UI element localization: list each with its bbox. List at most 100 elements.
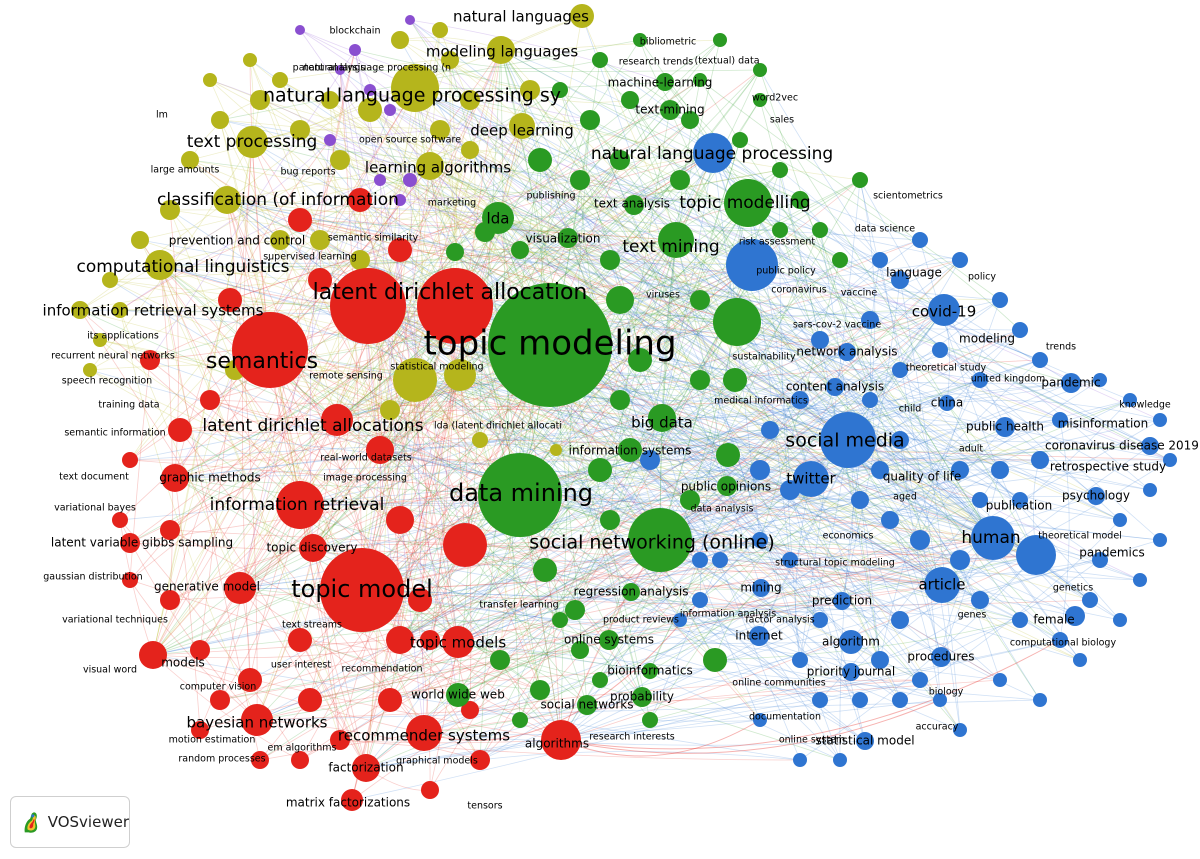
term-node-red[interactable] <box>210 690 230 710</box>
term-node-yellow[interactable] <box>211 111 229 129</box>
term-label[interactable]: transfer learning <box>479 600 558 611</box>
term-label[interactable]: recommender systems <box>338 727 510 745</box>
term-node-blue[interactable] <box>951 461 969 479</box>
term-node-blue[interactable] <box>872 252 888 268</box>
term-label[interactable]: viruses <box>646 290 680 301</box>
term-label[interactable]: modeling <box>959 332 1015 346</box>
term-node-red[interactable] <box>386 626 414 654</box>
term-label[interactable]: patent analysis <box>293 63 366 74</box>
term-node-green[interactable] <box>628 348 652 372</box>
term-label[interactable]: bibliometric <box>640 37 696 48</box>
term-node-red[interactable] <box>122 452 138 468</box>
term-label[interactable]: semantic information <box>64 428 165 439</box>
term-node-blue[interactable] <box>1082 592 1098 608</box>
term-label[interactable]: regression analysis <box>574 585 689 599</box>
term-label[interactable]: genetics <box>1053 583 1093 594</box>
term-node-blue[interactable] <box>1012 322 1028 338</box>
term-node-yellow[interactable] <box>570 4 594 28</box>
term-label[interactable]: knowledge <box>1119 400 1171 411</box>
term-node-blue[interactable] <box>1061 373 1081 393</box>
term-label[interactable]: remote sensing <box>309 371 383 382</box>
term-node-yellow[interactable] <box>71 301 89 319</box>
term-node-yellow[interactable] <box>391 64 439 112</box>
term-label[interactable]: online systems <box>564 633 654 647</box>
term-node-blue[interactable] <box>812 612 828 628</box>
term-label[interactable]: algorithm <box>822 635 880 649</box>
term-node-blue[interactable] <box>932 342 948 358</box>
term-node-yellow[interactable] <box>131 231 149 249</box>
term-node-blue[interactable] <box>991 461 1009 479</box>
term-label[interactable]: random processes <box>178 754 265 765</box>
term-node-blue[interactable] <box>1092 552 1108 568</box>
term-label[interactable]: prediction <box>812 594 872 608</box>
term-node-yellow[interactable] <box>509 113 535 139</box>
term-label[interactable]: publication <box>986 499 1052 513</box>
term-label[interactable]: pandemic <box>1041 376 1100 390</box>
term-label[interactable]: marketing <box>428 198 476 209</box>
term-label[interactable]: information systems <box>569 444 692 458</box>
term-node-blue[interactable] <box>971 591 989 609</box>
term-label[interactable]: (textual) data <box>694 56 759 67</box>
term-label[interactable]: text mining <box>622 237 719 257</box>
term-node-yellow[interactable] <box>461 141 479 159</box>
term-label[interactable]: graphic methods <box>159 471 260 485</box>
term-label[interactable]: online communities <box>732 678 825 689</box>
term-node-blue[interactable] <box>1143 483 1157 497</box>
term-node-blue[interactable] <box>972 492 988 508</box>
term-node-yellow[interactable] <box>112 302 128 318</box>
term-node-blue[interactable] <box>995 417 1015 437</box>
term-label[interactable]: information retrieval <box>210 495 385 515</box>
term-node-blue[interactable] <box>851 491 869 509</box>
term-label[interactable]: its applications <box>87 331 159 342</box>
term-node-red[interactable] <box>200 390 220 410</box>
term-node-blue[interactable] <box>838 343 856 361</box>
term-label[interactable]: natural language processing sy <box>263 85 561 107</box>
term-node-blue[interactable] <box>950 550 970 570</box>
term-node-blue[interactable] <box>749 626 769 646</box>
term-label[interactable]: social networking (online) <box>529 532 775 554</box>
term-node-green[interactable] <box>723 368 747 392</box>
term-node-blue[interactable] <box>1031 451 1049 469</box>
term-node-green[interactable] <box>642 663 658 679</box>
term-label[interactable]: priority journal <box>807 665 895 679</box>
term-node-blue[interactable] <box>752 532 768 548</box>
term-node-blue[interactable] <box>892 362 908 378</box>
term-node-green[interactable] <box>658 222 694 258</box>
term-label[interactable]: aged <box>893 492 917 503</box>
term-node-green[interactable] <box>717 476 737 496</box>
term-label[interactable]: publishing <box>526 191 575 202</box>
term-node-red[interactable] <box>443 523 487 567</box>
term-node-blue[interactable] <box>1113 513 1127 527</box>
term-label[interactable]: trends <box>1046 342 1076 353</box>
term-node-red[interactable] <box>190 640 210 660</box>
term-node-yellow[interactable] <box>430 120 450 140</box>
term-node-blue[interactable] <box>833 592 851 610</box>
term-label[interactable]: network analysis <box>796 345 897 359</box>
term-node-yellow[interactable] <box>145 250 175 280</box>
term-label[interactable]: user interest <box>271 660 331 671</box>
term-label[interactable]: female <box>1033 613 1074 627</box>
term-node-purple[interactable] <box>364 84 376 96</box>
term-node-yellow[interactable] <box>310 230 330 250</box>
term-node-purple[interactable] <box>384 104 396 116</box>
term-label[interactable]: gaussian distribution <box>43 572 142 583</box>
term-label[interactable]: research interests <box>589 732 675 743</box>
term-node-yellow[interactable] <box>203 73 217 87</box>
term-label[interactable]: models <box>161 656 205 670</box>
term-node-blue[interactable] <box>693 133 733 173</box>
term-node-green[interactable] <box>648 404 676 432</box>
term-node-purple[interactable] <box>403 173 417 187</box>
term-node-yellow[interactable] <box>350 250 370 270</box>
term-node-blue[interactable] <box>673 613 687 627</box>
term-node-purple[interactable] <box>295 25 305 35</box>
term-node-blue[interactable] <box>953 723 967 737</box>
term-label[interactable]: lda <box>487 210 510 228</box>
term-node-red[interactable] <box>291 751 309 769</box>
term-label[interactable]: vaccine <box>841 288 878 299</box>
term-node-red[interactable] <box>320 548 404 632</box>
term-node-blue[interactable] <box>692 552 708 568</box>
term-label[interactable]: article <box>918 576 965 594</box>
term-node-yellow[interactable] <box>272 72 288 88</box>
term-node-red[interactable] <box>330 730 350 750</box>
